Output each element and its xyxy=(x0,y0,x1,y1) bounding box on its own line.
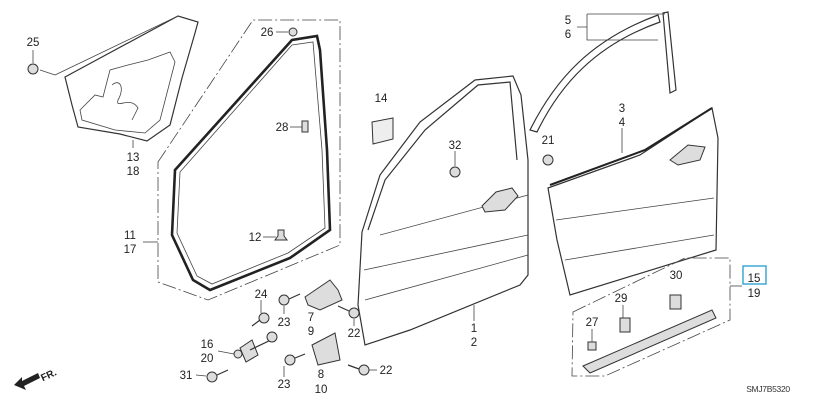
callout-28[interactable]: 28 xyxy=(276,122,289,134)
callout-22a[interactable]: 22 xyxy=(348,328,361,340)
door-panel xyxy=(357,75,529,346)
callout-31[interactable]: 31 xyxy=(180,370,193,382)
clip-28-icon xyxy=(301,120,309,133)
callout-8[interactable]: 8 xyxy=(318,369,324,381)
front-direction-arrow: FR. xyxy=(14,367,59,390)
direction-label: FR. xyxy=(39,367,58,384)
callout-5[interactable]: 5 xyxy=(565,15,571,27)
lower-hinge xyxy=(311,332,341,366)
callout-14[interactable]: 14 xyxy=(375,93,388,105)
clip-12-icon xyxy=(274,229,288,241)
callout-2[interactable]: 2 xyxy=(471,337,477,349)
bolt-icons xyxy=(206,293,370,383)
callout-23b[interactable]: 23 xyxy=(278,379,291,391)
insulator-panel xyxy=(39,15,199,142)
callout-6[interactable]: 6 xyxy=(565,29,571,41)
callout-15[interactable]: 15 xyxy=(748,273,761,285)
callout-19[interactable]: 19 xyxy=(748,288,761,300)
callout-27[interactable]: 27 xyxy=(586,317,599,329)
clip-27-icon xyxy=(587,341,597,351)
callout-25[interactable]: 25 xyxy=(27,37,40,49)
leader-lines xyxy=(195,300,377,377)
clip-21-icon xyxy=(542,154,554,166)
callout-10[interactable]: 10 xyxy=(315,384,328,396)
sticker-14 xyxy=(371,117,394,145)
callout-16[interactable]: 16 xyxy=(201,339,214,351)
callout-32[interactable]: 32 xyxy=(449,140,462,152)
callout-7[interactable]: 7 xyxy=(308,312,314,324)
clip-26-icon xyxy=(288,27,298,37)
callout-3[interactable]: 3 xyxy=(619,103,625,115)
callout-23a[interactable]: 23 xyxy=(278,317,291,329)
callout-26[interactable]: 26 xyxy=(261,27,274,39)
diagram-code: SMJ7B5320 xyxy=(746,384,790,394)
callout-18[interactable]: 18 xyxy=(127,166,140,178)
callout-21[interactable]: 21 xyxy=(542,135,555,147)
callout-22b[interactable]: 22 xyxy=(380,365,393,377)
clip-25-icon xyxy=(27,63,39,75)
callout-12[interactable]: 12 xyxy=(249,232,262,244)
callout-30[interactable]: 30 xyxy=(670,270,683,282)
callout-9[interactable]: 9 xyxy=(308,326,314,338)
clip-32-icon xyxy=(449,166,461,178)
callout-11[interactable]: 11 xyxy=(124,230,136,242)
callout-29[interactable]: 29 xyxy=(615,293,628,305)
callout-17[interactable]: 17 xyxy=(124,244,137,256)
callout-1[interactable]: 1 xyxy=(471,323,477,335)
callout-4[interactable]: 4 xyxy=(619,117,626,129)
door-skin xyxy=(547,107,719,296)
clip-30-icon xyxy=(669,294,682,310)
garnish-kit xyxy=(571,257,742,377)
callouts: 25 13 18 26 28 14 32 5 6 3 4 21 11 17 12… xyxy=(27,15,761,396)
clip-29-icon xyxy=(619,317,631,333)
callout-24[interactable]: 24 xyxy=(255,289,268,301)
weatherstrip xyxy=(143,19,341,301)
highlight-box xyxy=(742,265,767,285)
molding xyxy=(529,11,677,133)
upper-hinge xyxy=(304,279,343,311)
callout-13[interactable]: 13 xyxy=(127,152,140,164)
callout-20[interactable]: 20 xyxy=(201,353,214,365)
